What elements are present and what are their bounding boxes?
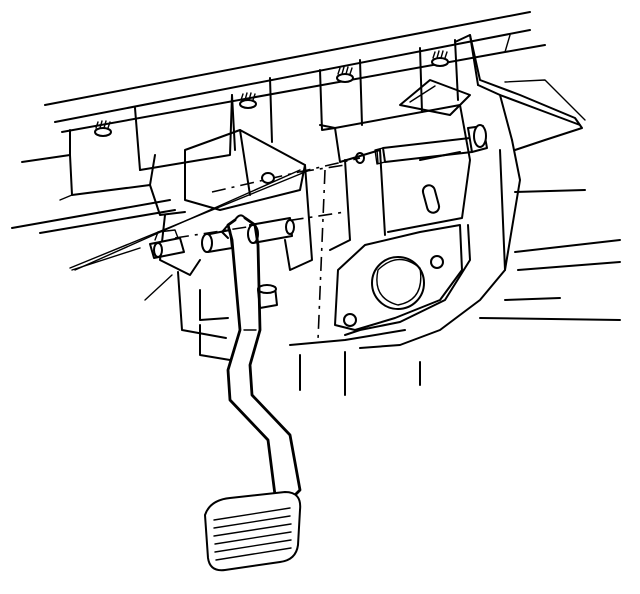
pivot-bolt [355,124,488,165]
assembly-lines [69,157,361,341]
upper-mounting-bracket [359,34,621,349]
pedal-pad [204,491,302,572]
stud-1 [94,120,112,137]
pivot-bushings [149,172,295,309]
mount-hole-lower [343,313,357,327]
clutch-pedal-arm [221,214,302,507]
stud-4 [431,50,449,67]
dash-panel [11,11,546,339]
stud-3 [336,66,354,83]
mount-hole-upper [430,255,444,269]
bracket-slot [421,184,441,214]
pedal-support-bracket [184,104,471,396]
dash-studs [94,50,449,137]
pivot-hole [371,256,425,310]
stud-2 [239,92,257,109]
